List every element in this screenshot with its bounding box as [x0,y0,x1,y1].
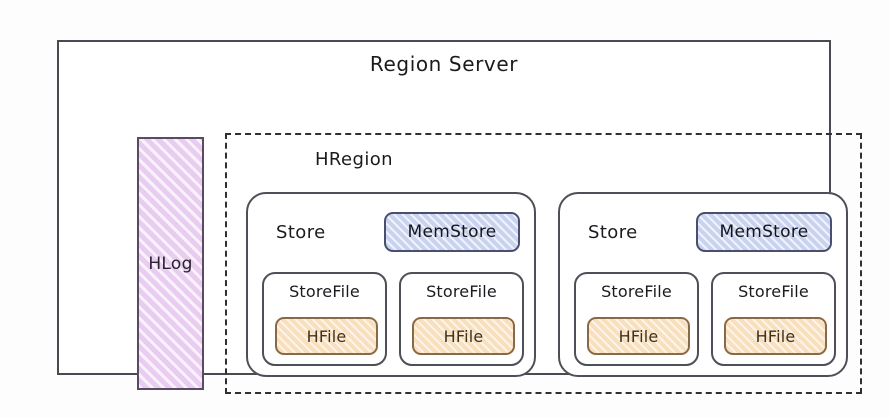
hfile-label: HFile [306,326,347,346]
storefile-row: StoreFile HFile StoreFile HFile [574,272,836,366]
memstore-label: MemStore [719,222,809,242]
hfile-label: HFile [618,326,659,346]
storefile-label: StoreFile [601,282,672,301]
store-label: Store [588,222,638,243]
memstore-box: MemStore [696,212,832,252]
hlog-label: HLog [148,253,193,274]
storefile-label: StoreFile [289,282,360,301]
memstore-label: MemStore [407,222,497,242]
store-label: Store [276,222,326,243]
hfile-label: HFile [443,326,484,346]
memstore-box: MemStore [384,212,520,252]
storefile-label: StoreFile [426,282,497,301]
hfile-label: HFile [755,326,796,346]
storefile-box: StoreFile HFile [399,272,524,366]
storefile-label: StoreFile [738,282,809,301]
storefile-row: StoreFile HFile StoreFile HFile [262,272,524,366]
storefile-box: StoreFile HFile [574,272,699,366]
hfile-box: HFile [724,317,827,355]
store-row: Store MemStore StoreFile HFile StoreFile [246,192,848,377]
hregion-title: HRegion [315,149,393,170]
store-box: Store MemStore StoreFile HFile StoreFile [246,192,536,377]
hfile-box: HFile [587,317,690,355]
storefile-box: StoreFile HFile [262,272,387,366]
region-server-title: Region Server [369,52,519,76]
hlog-box: HLog [137,137,204,390]
region-server-box: Region Server HLog HRegion Store MemStor… [57,40,862,394]
storefile-box: StoreFile HFile [711,272,836,366]
hregion-box: HRegion Store MemStore StoreFile HFile [225,133,862,394]
hfile-box: HFile [412,317,515,355]
store-box: Store MemStore StoreFile HFile StoreFile [558,192,848,377]
hfile-box: HFile [275,317,378,355]
